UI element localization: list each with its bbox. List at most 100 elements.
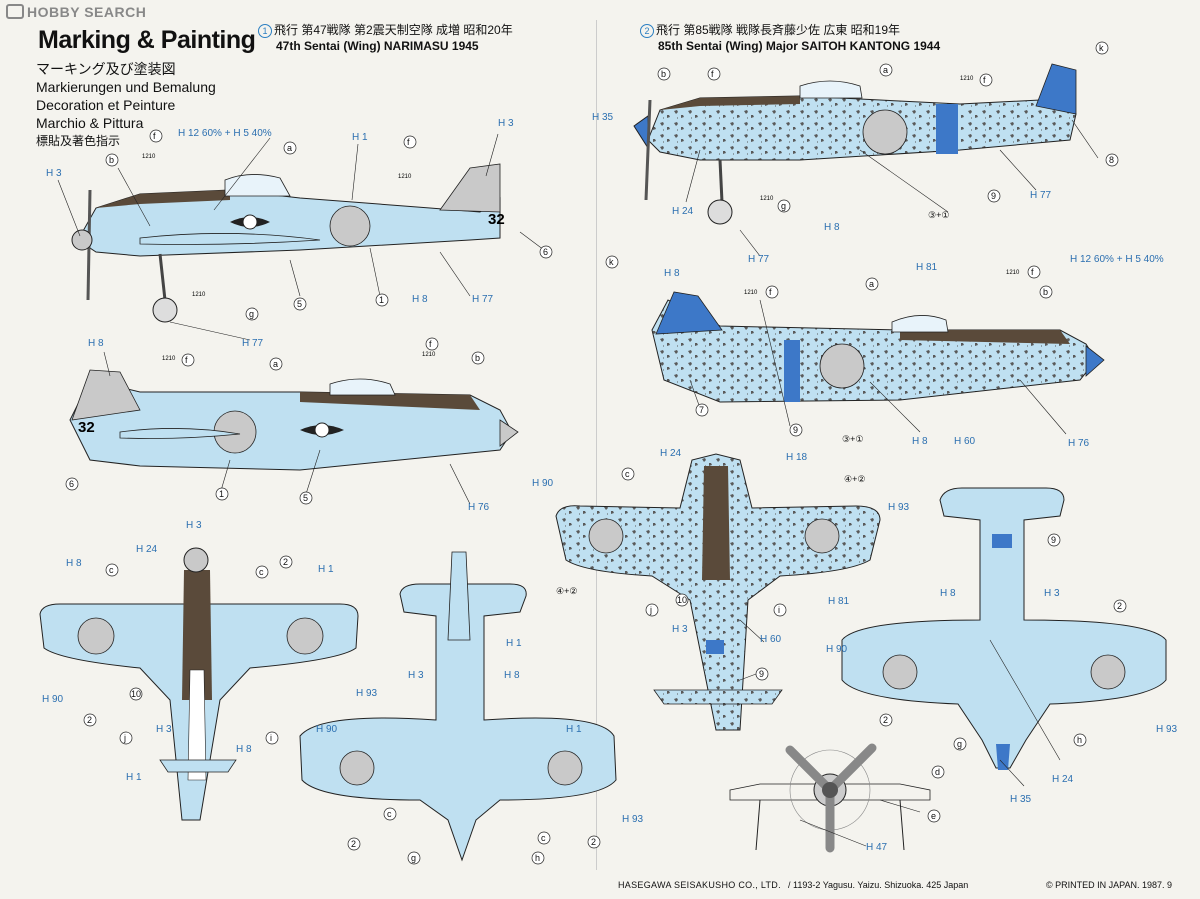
label-h77-b: H 77 — [242, 338, 264, 349]
callout-g-c: g — [777, 199, 791, 213]
label-h1-e: H 1 — [566, 724, 582, 735]
callout-g-a: g — [245, 307, 259, 321]
callout-c-c: c — [383, 807, 397, 821]
callout-f-b: f — [403, 135, 417, 149]
callout-a-b: a — [269, 357, 283, 371]
svg-text:1210: 1210 — [744, 290, 758, 296]
svg-text:10: 10 — [131, 689, 141, 699]
callout-2-a: 2 — [279, 555, 293, 569]
label-h8-e: H 8 — [504, 670, 520, 681]
label-h3-b: H 3 — [46, 168, 62, 179]
label-h8-d: H 8 — [236, 744, 252, 755]
callout-j-b: j — [645, 603, 659, 617]
svg-text:f: f — [983, 75, 986, 85]
watermark-text: HOBBY SEARCH — [27, 4, 147, 20]
s2-side-right-view — [651, 291, 1105, 403]
label-h18-a: H 18 — [786, 452, 808, 463]
front-view — [729, 743, 931, 853]
svg-text:k: k — [609, 257, 614, 267]
svg-text:f: f — [429, 339, 432, 349]
svg-text:1: 1 — [219, 489, 224, 499]
label-h3-c: H 3 — [186, 520, 202, 531]
svg-text:6: 6 — [543, 247, 548, 257]
footer-printed: © PRINTED IN JAPAN. 1987. 9 — [1046, 880, 1173, 890]
label-h90-b: H 90 — [316, 724, 338, 735]
s1-tail-number: 32 — [488, 211, 505, 228]
callout-k-a: k — [1095, 41, 1109, 55]
svg-text:1210: 1210 — [960, 76, 974, 82]
scheme1-en: 47th Sentai (Wing) NARIMASU 1945 — [276, 39, 479, 53]
svg-text:a: a — [869, 279, 874, 289]
callout-h-a: h — [531, 851, 545, 865]
label-h3-d: H 3 — [156, 724, 172, 735]
callout-9-b: 9 — [789, 423, 803, 437]
s2-bottom-view — [841, 487, 1167, 770]
scheme1-number: 1 — [258, 24, 272, 38]
svg-text:f: f — [711, 69, 714, 79]
svg-text:a: a — [273, 359, 278, 369]
svg-text:6: 6 — [69, 479, 74, 489]
svg-text:1: 1 — [379, 295, 384, 305]
label-h3-g: H 3 — [1044, 588, 1060, 599]
callout-f-g: f — [765, 285, 779, 299]
svg-text:2: 2 — [591, 837, 596, 847]
svg-text:9: 9 — [1051, 535, 1056, 545]
color-labels: H 12 60% + H 5 40% H 1 H 3 H 3 H 8 H 77 … — [42, 112, 1178, 853]
scheme2-en: 85th Sentai (Wing) Major SAITOH KANTONG … — [658, 39, 941, 53]
label-h8-f: H 8 — [824, 222, 840, 233]
callout-b-d: b — [1039, 285, 1053, 299]
callout-i-a: i — [265, 731, 279, 745]
callout-a-d: a — [865, 277, 879, 291]
callout-6-b: 6 — [65, 477, 79, 491]
callout-2-f: 2 — [879, 713, 893, 727]
label-h8-i: H 8 — [940, 588, 956, 599]
svg-text:f: f — [153, 131, 156, 141]
svg-text:i: i — [778, 605, 780, 615]
label-h3-a: H 3 — [498, 118, 514, 129]
svg-text:8: 8 — [1109, 155, 1114, 165]
label-h8-h: H 8 — [912, 436, 928, 447]
stencil-marks: 1210 1210 1210 1210 1210 1210 1210 1210 … — [142, 76, 1020, 362]
callout-f-h: f — [1027, 265, 1041, 279]
callout-f-e: f — [707, 67, 721, 81]
scheme2-number: 2 — [640, 24, 654, 38]
s2-top-view — [555, 453, 881, 731]
svg-text:k: k — [1099, 43, 1104, 53]
callout-j-a: j — [119, 731, 133, 745]
svg-text:g: g — [781, 201, 786, 211]
callout-f-c: f — [181, 353, 195, 367]
label-h24-a: H 24 — [136, 544, 158, 555]
svg-text:9: 9 — [759, 669, 764, 679]
svg-text:9: 9 — [793, 425, 798, 435]
s1-side-right-view: 32 — [69, 369, 519, 471]
callout-9-a: 9 — [987, 189, 1001, 203]
svg-text:j: j — [649, 605, 652, 615]
center-fold — [596, 20, 597, 870]
svg-text:1210: 1210 — [192, 292, 206, 298]
s1-tail-number-2: 32 — [78, 419, 95, 436]
label-h93-c: H 93 — [888, 502, 910, 513]
footer-address: / 1193-2 Yagusu. Yaizu. Shizuoka. 425 Ja… — [788, 880, 969, 890]
callout-c-d: c — [537, 831, 551, 845]
callout-2-e: 2 — [1113, 599, 1127, 613]
callout-9-d: 9 — [1047, 533, 1061, 547]
callout-5-a: 5 — [293, 297, 307, 311]
callout-a-a: a — [283, 141, 297, 155]
label-h81-b: H 81 — [828, 596, 850, 607]
svg-text:1210: 1210 — [1006, 270, 1020, 276]
svg-text:5: 5 — [303, 493, 308, 503]
callout-b-c: b — [657, 67, 671, 81]
label-h8-a: H 8 — [412, 294, 428, 305]
svg-text:1210: 1210 — [162, 356, 176, 362]
leader-lines — [57, 119, 1099, 847]
svg-text:2: 2 — [283, 557, 288, 567]
subtitle-it: Marchio & Pittura — [36, 115, 144, 131]
page-title: Marking & Painting — [38, 26, 256, 54]
callout-c-b: c — [255, 565, 269, 579]
callout-g-b: g — [407, 851, 421, 865]
label-h24-b: H 24 — [672, 206, 694, 217]
callout-10-a: 10 — [129, 687, 143, 701]
callout-a-c: a — [879, 63, 893, 77]
label-h60-a: H 60 — [954, 436, 976, 447]
